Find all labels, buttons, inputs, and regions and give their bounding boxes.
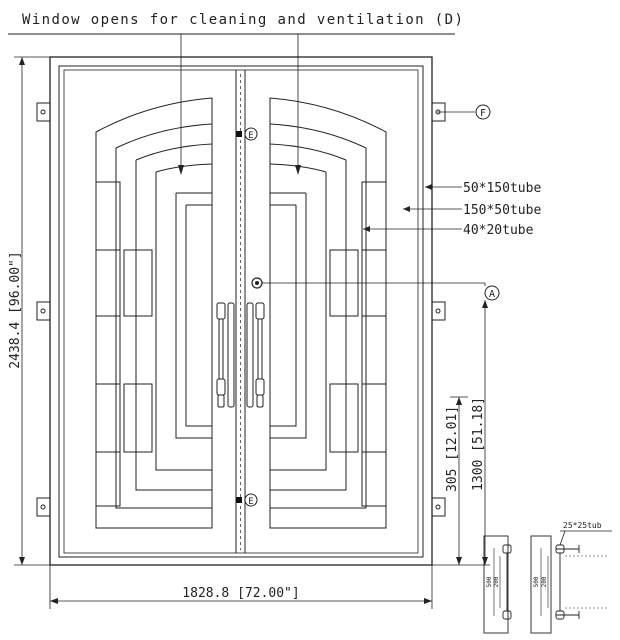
detail-left-500-label: 500 [486, 576, 493, 587]
dim-305-label: 305 [12.01] [445, 406, 460, 492]
dim-305-arrow-bottom [456, 557, 462, 565]
title-leader-arrow-left [178, 165, 184, 175]
door-lock [251, 277, 263, 289]
tube-label-150x50: 150*50tube [463, 203, 541, 218]
title-leader-arrow-right [295, 165, 301, 175]
detail-tube-label: 25*25tub [563, 521, 602, 530]
callout-e-top-circle [244, 127, 258, 141]
detail-right-500-label: 500 [533, 576, 540, 587]
bolt-top [236, 131, 242, 137]
height-arrow-bottom [19, 557, 25, 565]
tube-leader-1-arrow [425, 184, 432, 190]
callout-a-circle [484, 285, 500, 301]
tube-leader-2-arrow [403, 206, 410, 212]
detail-right-200-label: 200 [541, 576, 548, 587]
callout-f-circle [475, 104, 491, 120]
drawing-title: Window opens for cleaning and ventilatio… [22, 12, 464, 28]
dim-305-arrow-top [456, 397, 462, 405]
hinges [36, 102, 446, 517]
dim-1300-arrow-bottom [482, 557, 488, 565]
callout-a-letter: A [489, 289, 495, 300]
dim-1300-arrow-top [482, 300, 488, 308]
height-dimension-lines [14, 56, 50, 566]
detail-left-200-label: 200 [493, 576, 500, 587]
left-leaf-grille [95, 97, 213, 529]
tube-leader-3-arrow [363, 226, 370, 232]
callout-e-top-letter: E [248, 131, 253, 141]
bolt-bottom [236, 497, 242, 503]
height-arrow-top [19, 57, 25, 65]
tube-label-40x20: 40*20tube [463, 223, 534, 238]
detail-tube-leader [559, 530, 566, 546]
right-handle [246, 302, 265, 408]
tube-label-50x150: 50*150tube [463, 181, 541, 196]
callout-f-letter: F [480, 108, 486, 119]
left-handle [216, 302, 235, 408]
width-arrow-right [424, 598, 432, 604]
callout-e-bottom-letter: E [248, 497, 253, 507]
width-dimension-label: 1828.8 [72.00"] [182, 586, 299, 601]
right-leaf-grille [269, 97, 387, 529]
callout-e-bottom-circle [244, 493, 258, 507]
center-mullion [235, 70, 246, 553]
height-dimension-label: 2438.4 [96.00"] [8, 251, 23, 368]
handle-detail-left [483, 535, 512, 634]
width-dimension-lines [49, 565, 433, 609]
width-arrow-left [50, 598, 58, 604]
handle-height-dimension-lines [432, 300, 490, 566]
dim-1300-label: 1300 [51.18] [471, 397, 486, 491]
